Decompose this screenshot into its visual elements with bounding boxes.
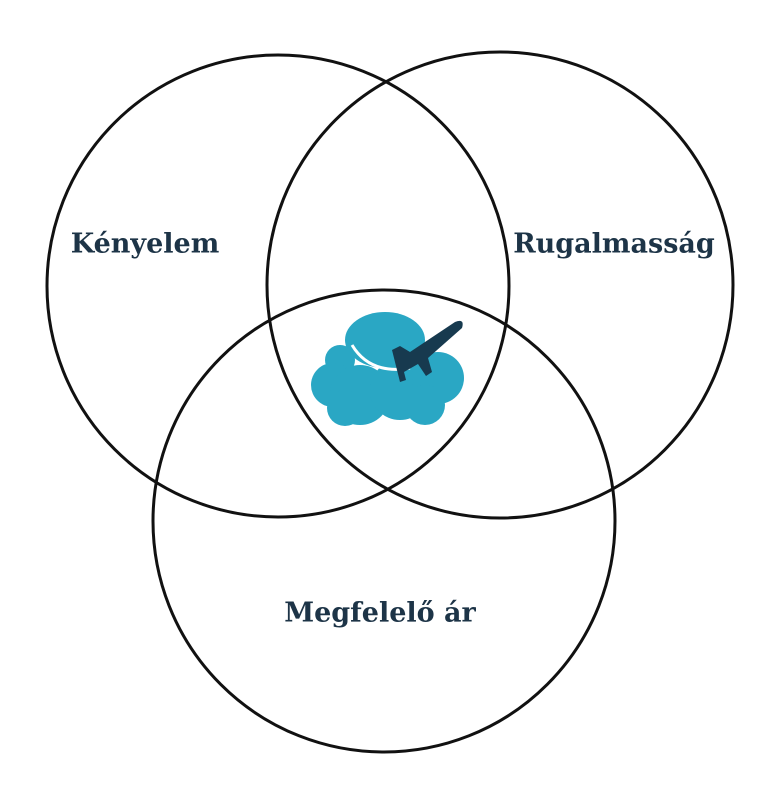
label-rugalmassag: Rugalmasság [513,228,715,260]
circle-megfelelo-ar [151,288,617,754]
label-megfelelo-ar: Megfelelő ár [284,597,476,629]
cloud-airplane-icon [311,312,464,426]
label-kenyelem: Kényelem [70,228,220,260]
circle-rugalmassag [265,50,735,520]
circle-kenyelem [45,53,511,519]
